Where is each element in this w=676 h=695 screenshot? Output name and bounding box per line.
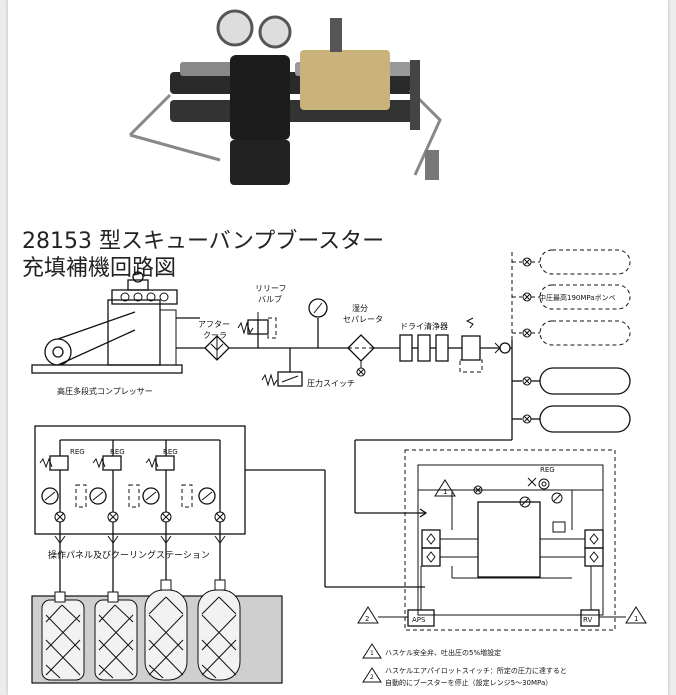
relief-valve-symbol bbox=[237, 312, 277, 339]
note-1-num: 1 bbox=[370, 650, 374, 657]
rv-label: RV bbox=[583, 616, 592, 624]
panel-regulators bbox=[39, 440, 226, 596]
relief-label-1: リリーフ bbox=[255, 284, 287, 293]
compressor-label: 高圧多段式コンプレッサー bbox=[57, 386, 153, 396]
diagram-title: 28153 型スキューバンプブースター 充填補機回路図 bbox=[22, 228, 384, 282]
booster-schematic bbox=[357, 449, 647, 631]
marker-2-left: 2 bbox=[365, 615, 369, 623]
reg-label-2: REG bbox=[110, 448, 125, 456]
cooling-station bbox=[31, 579, 283, 684]
reg-label-1: REG bbox=[70, 448, 85, 456]
booster-pump-photo bbox=[128, 9, 442, 185]
pressure-switch-label: 圧力スイッチ bbox=[307, 378, 355, 388]
separator-symbol bbox=[347, 334, 375, 377]
title-line1: 28153 型スキューバンプブースター bbox=[22, 229, 385, 254]
panel-caption: 操作パネル及びクーリングステーション bbox=[48, 549, 210, 561]
note-2-line2: 自動的にブースターを停止（設定レンジ5〜30MPa） bbox=[385, 678, 552, 687]
compressor bbox=[31, 271, 200, 374]
pressure-switch-symbol bbox=[261, 371, 303, 387]
aps-label: APS bbox=[412, 616, 426, 624]
reg-label-3: REG bbox=[163, 448, 178, 456]
marker-1-right: 1 bbox=[634, 615, 638, 623]
gauge-icon bbox=[308, 298, 328, 318]
separator-label-1: 湿分 bbox=[352, 304, 368, 313]
note-1-text: ハスケル安全弁、吐出圧の5%増設定 bbox=[385, 648, 501, 657]
notes bbox=[362, 643, 382, 683]
relief-label-2: バルブ bbox=[258, 294, 282, 304]
medium-cylinder-label: 中圧最高190MPaボンベ bbox=[539, 293, 616, 302]
aftercooler-label-2: クーラ bbox=[203, 331, 227, 340]
dry-cleaner-label: ドライ清浄器 bbox=[400, 321, 448, 331]
note-2-line1: ハスケルエアパイロットスイッチ：所定の圧力に達すると bbox=[385, 666, 567, 675]
cylinder-bank bbox=[512, 249, 631, 433]
operation-panel bbox=[34, 425, 246, 535]
aftercooler-label-1: アフター bbox=[198, 320, 230, 329]
booster-reg-label: REG bbox=[540, 466, 555, 474]
title-line2: 充填補機回路図 bbox=[22, 256, 177, 281]
marker-1-top: 1 bbox=[443, 488, 447, 496]
separator-label-2: セパレータ bbox=[343, 315, 383, 324]
note-2-num: 2 bbox=[370, 674, 374, 681]
control-valve-symbol bbox=[459, 317, 511, 373]
dry-cleaner-symbol bbox=[399, 334, 449, 362]
